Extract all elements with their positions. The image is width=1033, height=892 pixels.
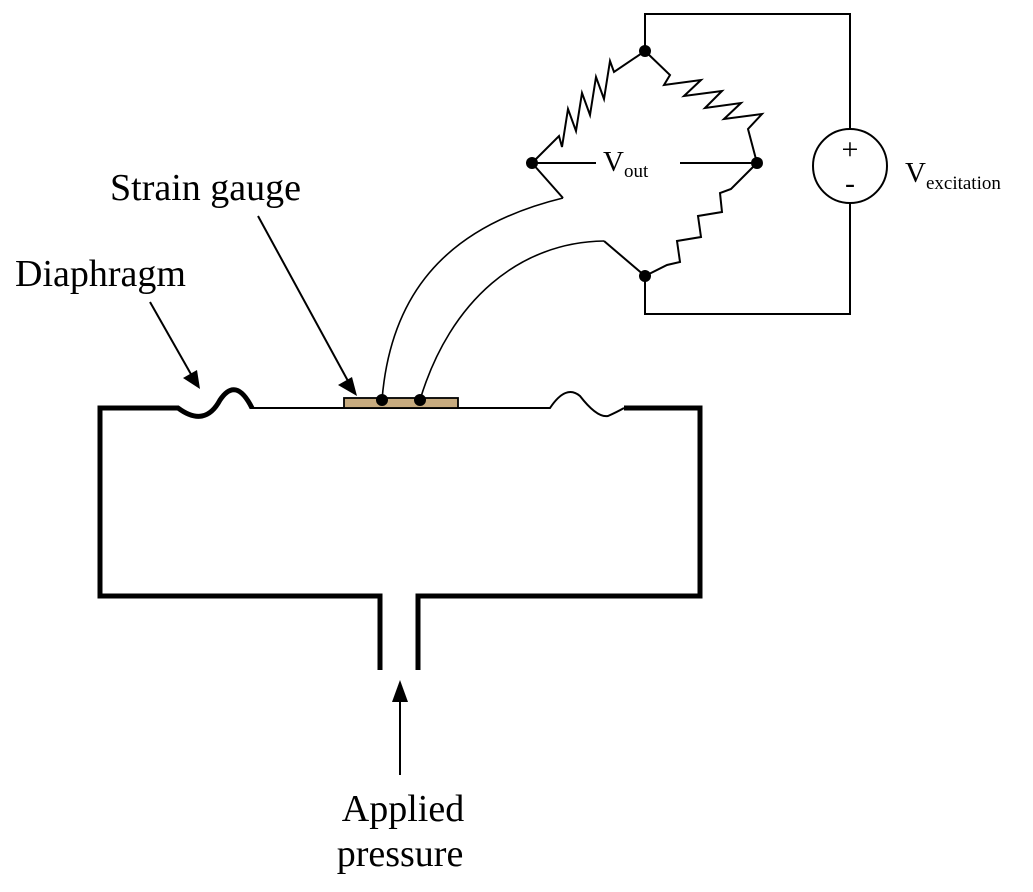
pressure-arrowhead-icon — [392, 680, 408, 702]
vout-label-main: V — [603, 146, 624, 178]
diaphragm-membrane — [250, 391, 625, 418]
diaphragm-label: Diaphragm — [15, 253, 186, 295]
pressure-chamber — [97, 387, 703, 670]
diaphragm-arrowhead-icon — [183, 370, 200, 389]
housing-outline — [97, 387, 383, 670]
bridge-right-lower-arm — [603, 240, 646, 277]
source-minus-sign: - — [845, 167, 855, 200]
voltage-source-icon — [812, 128, 888, 204]
wheatstone-bridge — [526, 45, 765, 282]
bridge-node-left — [526, 157, 538, 169]
applied-pressure-label-line1: Applied — [342, 788, 464, 830]
gauge-lead-wire-1 — [381, 197, 564, 401]
gauge-terminal-2 — [414, 394, 426, 406]
strain-gauge-arrow-line — [257, 215, 349, 382]
vexcitation-label-sub: excitation — [926, 173, 1001, 194]
vout-label: Vout — [603, 146, 649, 182]
applied-pressure-label-line2: pressure — [337, 833, 464, 875]
excitation-wire — [644, 13, 851, 315]
diaphragm-arrow-line — [149, 301, 193, 377]
strain-gauge-label: Strain gauge — [110, 167, 301, 209]
bridge-resistor-lower-right — [644, 162, 758, 277]
gauge-lead-wire-2 — [419, 240, 605, 401]
bridge-node-right — [751, 157, 763, 169]
vexcitation-label: Vexcitation — [905, 157, 1001, 194]
excitation-circuit: + - — [644, 13, 888, 315]
housing-outline-right — [415, 405, 703, 670]
vout-label-sub: out — [624, 161, 649, 182]
bridge-left-lower-arm — [531, 162, 564, 199]
source-plus-sign: + — [842, 133, 859, 166]
label-arrows — [149, 215, 408, 775]
strain-gauge-element — [343, 397, 459, 409]
vexcitation-label-main: V — [905, 157, 926, 189]
gauge-terminal-1 — [376, 394, 388, 406]
bridge-resistor-upper-left — [531, 50, 646, 164]
strain-gauge-arrowhead-icon — [338, 377, 357, 396]
bridge-resistor-upper-right — [644, 50, 765, 164]
